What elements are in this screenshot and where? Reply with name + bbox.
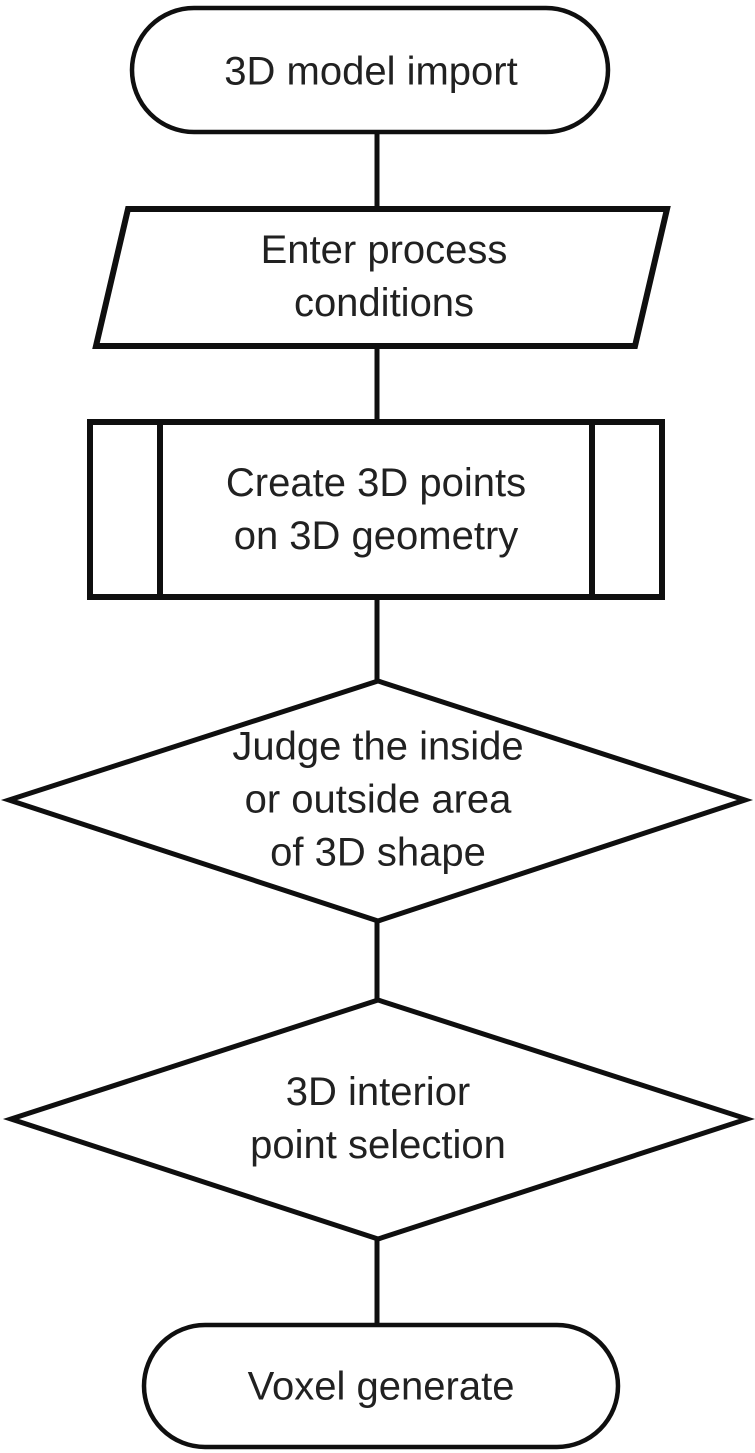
node-label-create-points: Create 3D points on 3D geometry [225,461,527,558]
predefined-process-shape [87,419,665,600]
decision-judge-area-shape [0,678,754,924]
node-label-start: 3D model import [224,49,518,94]
terminator-start-shape [129,5,611,135]
terminator-end-shape [141,1322,621,1450]
node-label-enter-conditions: Enter process conditions [260,228,508,325]
node-label-end: Voxel generate [247,1364,515,1409]
decision-interior-selection-shape [2,997,755,1242]
input-output-shape [92,206,671,349]
node-label-interior-selection: 3D interior point selection [250,1070,506,1167]
node-label-judge-area: Judge the inside or outside area of 3D s… [232,724,524,875]
